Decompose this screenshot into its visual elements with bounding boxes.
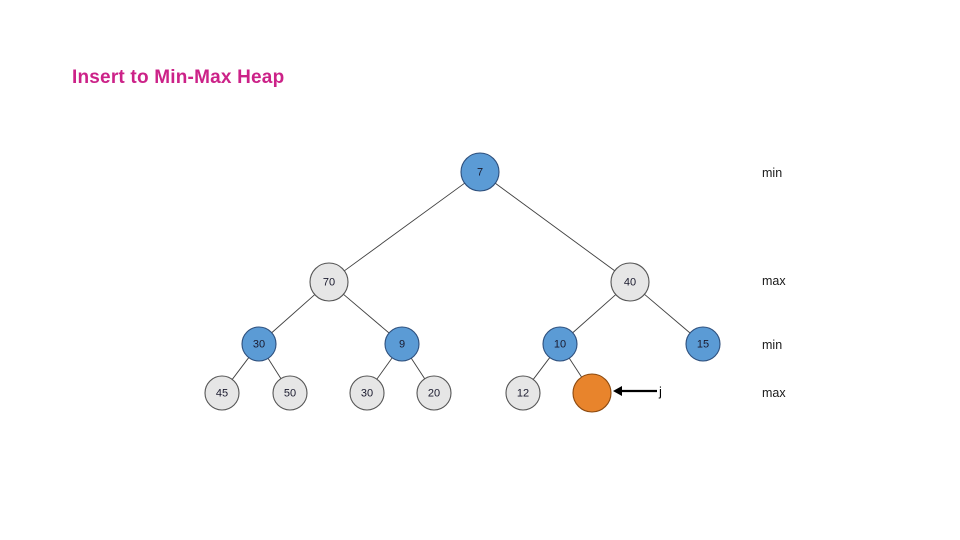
tree-node-10[interactable]: 10 <box>542 326 578 362</box>
node-label: 10 <box>554 339 566 351</box>
node-circle <box>349 375 385 411</box>
node-label: 7 <box>477 167 483 179</box>
node-circle <box>384 326 420 362</box>
tree-node-empty[interactable] <box>572 373 612 413</box>
page-title: Insert to Min-Max Heap <box>72 67 285 88</box>
tree-node-70[interactable]: 70 <box>309 262 349 302</box>
tree-nodes: 7 70 40 30 9 10 15 45 50 30 20 12 <box>204 152 721 413</box>
tree-edge <box>271 294 316 334</box>
node-label: 20 <box>428 388 440 400</box>
node-circle <box>685 326 721 362</box>
tree-node-12[interactable]: 12 <box>505 375 541 411</box>
node-label: 50 <box>284 388 296 400</box>
tree-node-15[interactable]: 15 <box>685 326 721 362</box>
node-circle <box>460 152 500 192</box>
level-label-max-3: max <box>762 386 786 400</box>
node-circle <box>416 375 452 411</box>
node-circle <box>542 326 578 362</box>
tree-edge <box>410 357 426 380</box>
node-circle <box>572 373 612 413</box>
node-circle <box>505 375 541 411</box>
node-circle <box>272 375 308 411</box>
node-circle <box>204 375 240 411</box>
tree-edge <box>376 357 393 380</box>
tree-edge <box>343 293 390 334</box>
tree-node-40[interactable]: 40 <box>610 262 650 302</box>
tree-node-20[interactable]: 20 <box>416 375 452 411</box>
tree-node-50[interactable]: 50 <box>272 375 308 411</box>
node-label: 45 <box>216 388 228 400</box>
tree-edges <box>231 182 691 380</box>
tree-node-45[interactable]: 45 <box>204 375 240 411</box>
tree-node-30[interactable]: 30 <box>241 326 277 362</box>
node-label: 15 <box>697 339 709 351</box>
tree-edge <box>231 357 250 380</box>
node-circle <box>241 326 277 362</box>
tree-node-9[interactable]: 9 <box>384 326 420 362</box>
node-circle <box>610 262 650 302</box>
node-label: 12 <box>517 388 529 400</box>
node-circle <box>309 262 349 302</box>
node-label: 9 <box>399 339 405 351</box>
level-label-min-2: min <box>762 338 783 352</box>
pointer-arrow-head <box>613 386 622 396</box>
tree-edge <box>532 357 551 380</box>
level-label-max-1: max <box>762 274 786 288</box>
tree-node-30[interactable]: 30 <box>349 375 385 411</box>
node-label: 30 <box>361 388 373 400</box>
node-label: 70 <box>323 277 335 289</box>
tree-edge <box>572 294 617 334</box>
tree-node-7[interactable]: 7 <box>460 152 500 192</box>
level-label-min-0: min <box>762 166 783 180</box>
tree-edge <box>267 358 282 379</box>
pointer-j-label: j <box>659 384 662 399</box>
node-label: 40 <box>624 277 636 289</box>
tree-annotations <box>613 386 657 396</box>
tree-edge <box>344 182 465 272</box>
tree-edge <box>644 293 691 334</box>
tree-edge <box>568 357 582 378</box>
tree-edge <box>495 182 615 272</box>
node-label: 30 <box>253 339 265 351</box>
